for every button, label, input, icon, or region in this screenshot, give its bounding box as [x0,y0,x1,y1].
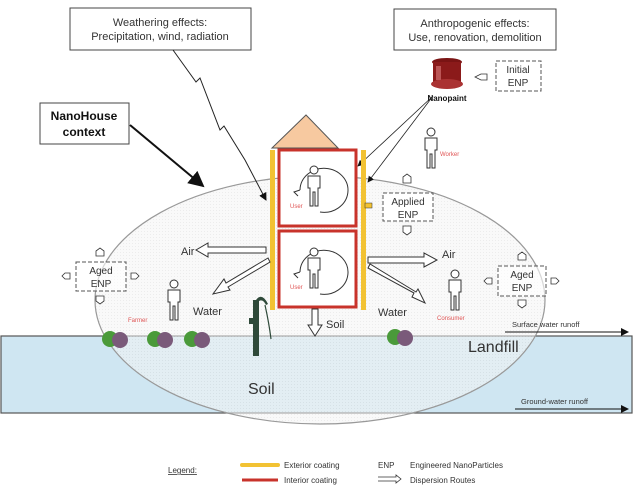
legend-dispersion: Dispersion Routes [410,476,475,485]
svg-text:Use, renovation, demolition: Use, renovation, demolition [408,32,541,44]
water-right-label: Water [378,307,407,319]
legend-enp-full: Engineered NanoParticles [410,461,503,470]
air-left-arrow [195,242,267,258]
worker-figure [424,127,438,169]
plant-icon [387,329,413,346]
user-top-figure [293,165,349,213]
applied-enp-box: Applied ENP [364,173,434,236]
svg-text:ENP: ENP [398,210,419,221]
nanopaint-label: Nanopaint [427,94,466,103]
worker-label: Worker [440,152,459,158]
soil-down-arrow [307,308,323,337]
plant-icon [147,331,173,348]
consumer-label: Consumer [437,316,465,322]
soil-arrow-label: Soil [326,319,344,331]
svg-text:Precipitation, wind, radiation: Precipitation, wind, radiation [91,31,229,43]
ground-runoff-label: Ground-water runoff [521,397,589,406]
legend: Legend: Exterior coating Interior coatin… [168,461,503,485]
svg-text:Aged: Aged [510,270,533,281]
lightning-arrow [172,49,267,201]
user-bottom-figure [293,247,349,295]
svg-text:Anthropogenic effects:: Anthropogenic effects: [420,18,529,30]
user-bottom-label: User [290,285,303,291]
nanopaint-can-icon [431,58,463,89]
legend-enp-abbr: ENP [378,461,394,470]
svg-text:Aged: Aged [89,266,112,277]
nanohouse-context-box: NanoHouse context [39,102,130,145]
svg-text:NanoHouse: NanoHouse [51,109,118,123]
svg-text:Initial: Initial [506,65,529,76]
dispersion-arrow-swatch [378,474,402,484]
soil-ground-label: Soil [248,381,275,398]
nanohouse-arrow [129,124,205,188]
air-left-label: Air [181,246,195,258]
aged-enp-left-box: Aged ENP [61,247,140,305]
air-right-arrow [367,252,439,268]
initial-enp-box: Initial ENP [474,60,542,92]
legend-interior: Interior coating [284,476,337,485]
farmer-label: Farmer [128,318,147,324]
svg-text:Weathering effects:: Weathering effects: [113,17,207,29]
plant-icon [184,331,210,348]
plant-icon [102,331,128,348]
house [270,114,366,310]
consumer-figure [448,269,462,311]
landfill-label: Landfill [468,339,519,356]
svg-text:ENP: ENP [508,78,529,89]
air-right-label: Air [442,249,456,261]
aged-enp-right-box: Aged ENP [483,251,560,309]
farmer-figure [167,279,181,321]
water-right-arrow [367,263,427,305]
water-left-label: Water [193,306,222,318]
svg-text:context: context [63,125,106,139]
anthropogenic-effects-box: Anthropogenic effects: Use, renovation, … [393,8,557,51]
surface-runoff-label: Surface water runoff [512,320,580,329]
svg-text:ENP: ENP [512,283,533,294]
user-top-label: User [290,204,303,210]
legend-exterior: Exterior coating [284,461,340,470]
svg-text:ENP: ENP [91,279,112,290]
water-left-arrow [211,257,271,295]
svg-text:Applied: Applied [391,197,424,208]
plant-icons [102,329,413,348]
weathering-effects-box: Weathering effects: Precipitation, wind,… [69,7,252,51]
dispersion-arrows [195,242,439,337]
legend-title: Legend: [168,466,197,475]
water-pump-icon [249,296,272,356]
brush-icon [364,202,373,209]
